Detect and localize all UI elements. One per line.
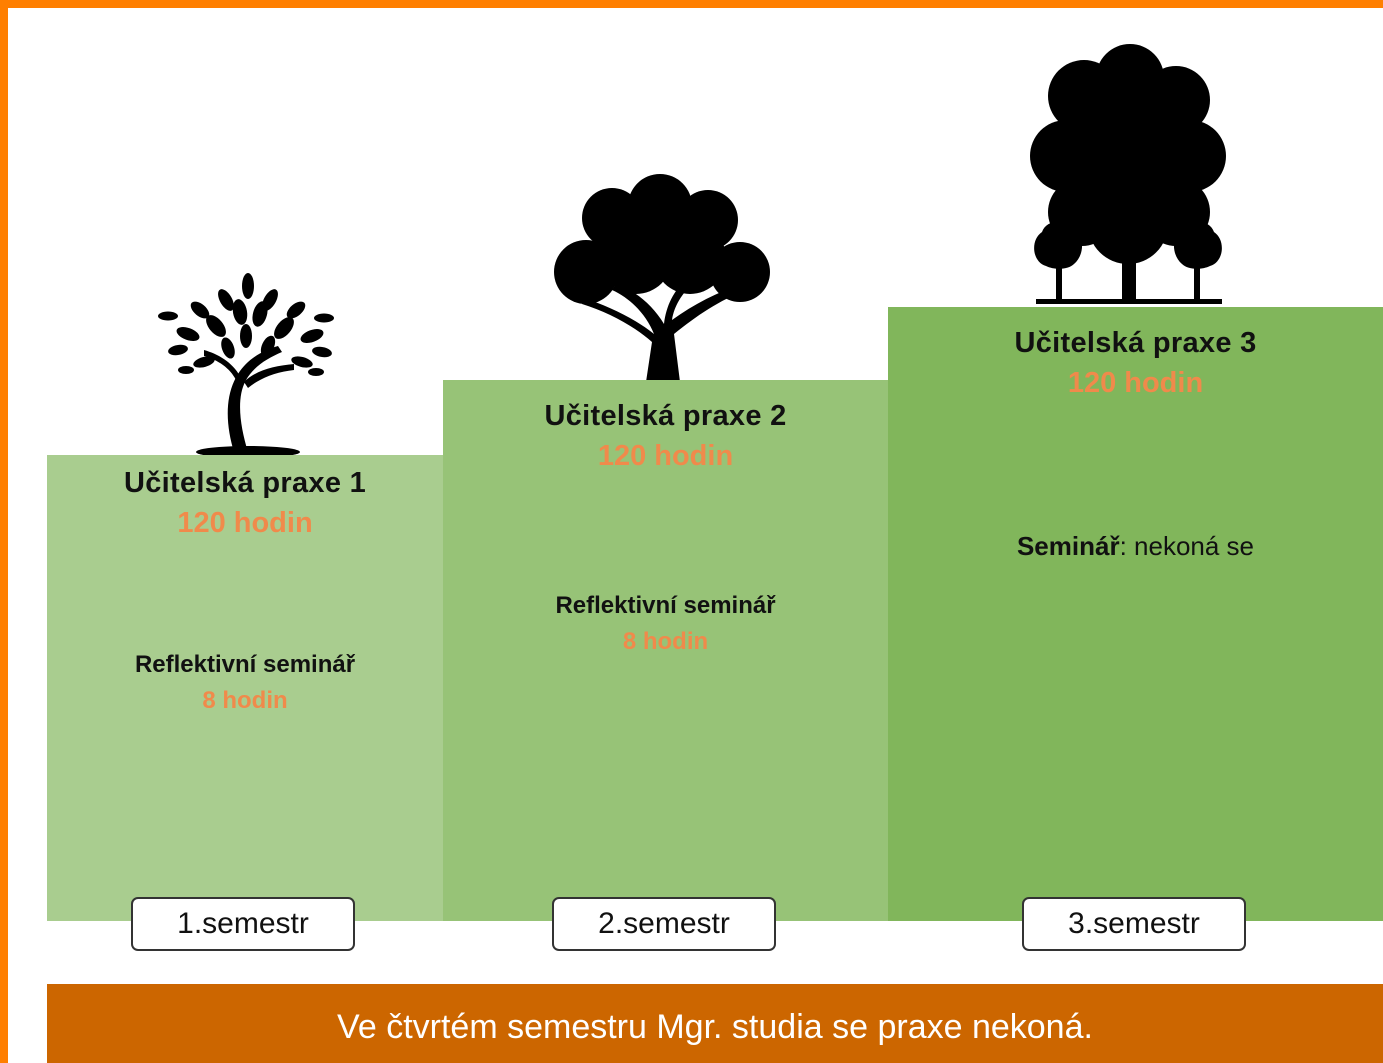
step-3: Učitelská praxe 3 120 hodin Seminář: nek… [888, 307, 1383, 921]
tree-icon [554, 174, 770, 382]
seminar-label: Reflektivní seminář [134, 651, 356, 678]
seminar-label: Seminář [1016, 531, 1120, 561]
step-title: Učitelská praxe 3 [1014, 327, 1257, 359]
diagram-canvas: Učitelská praxe 1 120 hodin Reflektivní … [8, 8, 1383, 1063]
seminar-hours: 8 hodin [202, 687, 288, 714]
semester-label-3: 3.semestr [1022, 897, 1246, 951]
large-tree-icon [1030, 44, 1226, 304]
sapling-icon [158, 273, 334, 456]
step-hours: 120 hodin [1067, 367, 1204, 399]
seminar-line: Seminář: nekoná se [888, 531, 1383, 562]
step-2: Učitelská praxe 2 120 hodin Reflektivní … [443, 380, 888, 921]
seminar-label: Reflektivní seminář [555, 592, 776, 619]
step-hours: 120 hodin [597, 440, 734, 472]
seminar-note: : nekoná se [1119, 531, 1255, 561]
step-title: Učitelská praxe 2 [544, 400, 787, 432]
step-hours: 120 hodin [177, 507, 313, 539]
step-1: Učitelská praxe 1 120 hodin Reflektivní … [47, 455, 443, 921]
semester-label-2: 2.semestr [552, 897, 776, 951]
seminar-hours: 8 hodin [622, 628, 709, 655]
footer-banner: Ve čtvrtém semestru Mgr. studia se praxe… [47, 984, 1383, 1063]
semester-label-1: 1.semestr [131, 897, 355, 951]
step-title: Učitelská praxe 1 [123, 467, 367, 499]
